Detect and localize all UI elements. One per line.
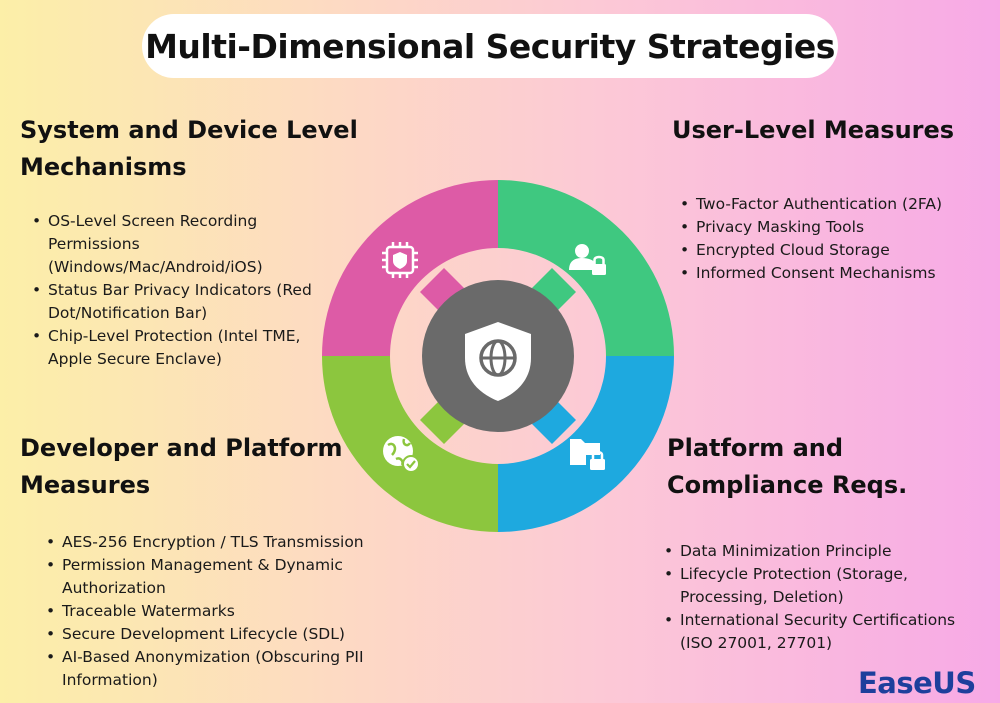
list-item: Status Bar Privacy Indicators (Red Dot/N… xyxy=(26,279,346,325)
list-item: Privacy Masking Tools xyxy=(674,216,994,239)
wheel-arm-platform xyxy=(532,400,576,444)
list-item: Permission Management & Dynamic Authoriz… xyxy=(40,554,385,600)
list-user-level: Two-Factor Authentication (2FA) Privacy … xyxy=(674,193,994,285)
chip-shield-icon xyxy=(382,242,418,278)
heading-user-level: User-Level Measures xyxy=(672,116,955,144)
wheel-segment-system xyxy=(322,180,498,356)
list-item: Chip-Level Protection (Intel TME, Apple … xyxy=(26,325,346,371)
folder-lock-icon xyxy=(570,439,605,470)
strategy-wheel xyxy=(322,180,674,532)
list-item: International Security Certifications (I… xyxy=(658,609,988,655)
heading-platform-compliance: Platform and Compliance Reqs. xyxy=(667,434,908,499)
wheel-arm-developer xyxy=(420,400,464,444)
list-system-device: OS-Level Screen Recording Permissions (W… xyxy=(26,210,346,371)
user-lock-icon xyxy=(569,244,606,275)
list-item: Data Minimization Principle xyxy=(658,540,988,563)
shield-globe-icon xyxy=(465,322,531,401)
page-title: Multi-Dimensional Security Strategies xyxy=(142,14,838,78)
list-item: Traceable Watermarks xyxy=(40,600,385,623)
list-item: Lifecycle Protection (Storage, Processin… xyxy=(658,563,988,609)
list-item: Two-Factor Authentication (2FA) xyxy=(674,193,994,216)
easeus-logo: EaseUS xyxy=(858,666,976,700)
wheel-arm-system xyxy=(420,268,464,312)
wheel-arm-user xyxy=(532,268,576,312)
list-platform-compliance: Data Minimization Principle Lifecycle Pr… xyxy=(658,540,988,655)
heading-system-device: System and Device Level Mechanisms xyxy=(20,116,358,181)
globe-check-icon xyxy=(383,436,420,473)
list-developer-platform: AES-256 Encryption / TLS Transmission Pe… xyxy=(40,531,385,692)
list-item: Secure Development Lifecycle (SDL) xyxy=(40,623,385,646)
list-item: OS-Level Screen Recording Permissions (W… xyxy=(26,210,346,279)
list-item: AI-Based Anonymization (Obscuring PII In… xyxy=(40,646,385,692)
list-item: AES-256 Encryption / TLS Transmission xyxy=(40,531,385,554)
list-item: Encrypted Cloud Storage xyxy=(674,239,994,262)
list-item: Informed Consent Mechanisms xyxy=(674,262,994,285)
heading-developer-platform: Developer and Platform Measures xyxy=(20,434,343,499)
